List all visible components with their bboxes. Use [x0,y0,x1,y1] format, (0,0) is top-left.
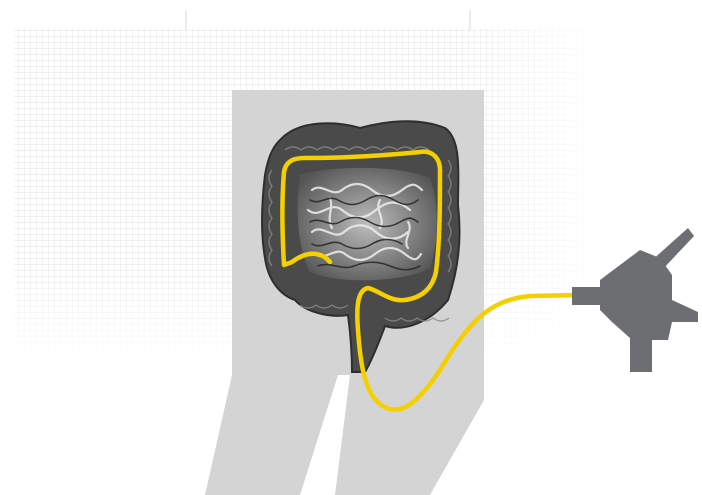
colonoscopy-illustration [0,0,702,495]
